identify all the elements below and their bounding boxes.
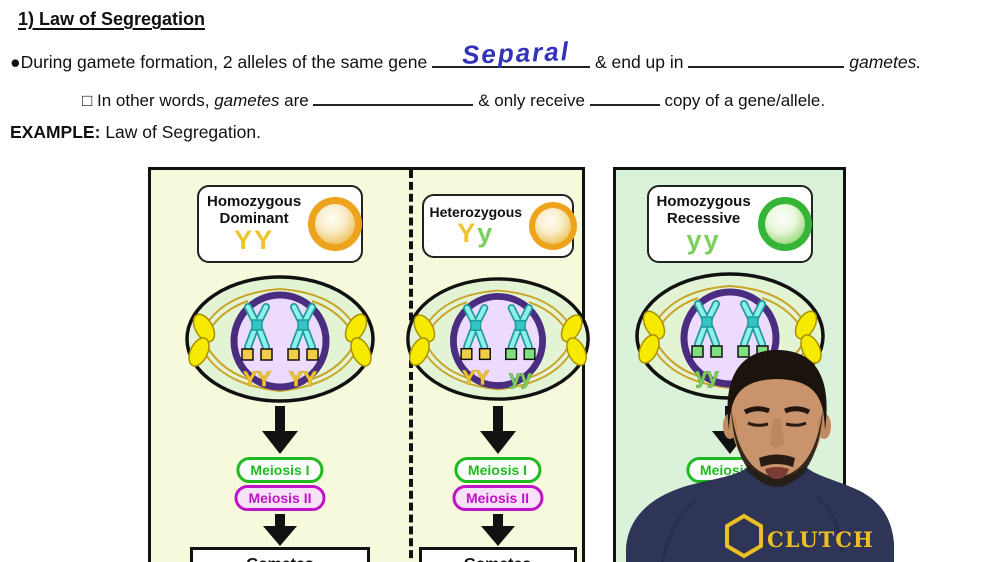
- chromosome-pair-2: [739, 300, 766, 348]
- bullet-line-2: □ In other words, gametes are & only rec…: [82, 89, 825, 111]
- example-label: EXAMPLE:: [10, 122, 101, 142]
- handwritten-answer: Separal: [461, 36, 571, 70]
- line2-end-text: copy of a gene/allele.: [664, 91, 826, 110]
- line2-pre-text: In other words,: [97, 91, 210, 110]
- yellow-pea-icon: [308, 197, 363, 251]
- line1-text: ●During gamete formation, 2 alleles of t…: [10, 52, 428, 72]
- centrosome-left: [188, 313, 216, 367]
- clutch-hexagon-icon: [725, 513, 763, 559]
- nose: [770, 418, 784, 448]
- cell-allele-label-right: yy: [508, 368, 531, 390]
- right-eye: [785, 421, 807, 427]
- cell-allele-label-left: YY: [462, 368, 490, 390]
- left-eyebrow: [743, 406, 770, 415]
- left-eye: [747, 421, 769, 427]
- line1-mid-text: & end up in: [594, 52, 684, 72]
- beard: [731, 408, 823, 487]
- cell-allele-label-right: YY: [289, 368, 317, 391]
- line2-gametes-word: gametes: [214, 91, 280, 110]
- tshirt: [626, 462, 894, 562]
- allele-markers: [241, 348, 319, 361]
- allele-markers: [459, 347, 536, 361]
- shirt-brand-text: CLUTCH: [767, 527, 874, 552]
- genotype-letters: yy: [686, 225, 721, 255]
- webcam-person: CLUTCH: [626, 350, 894, 562]
- cell-allele-label-left: yy: [695, 365, 719, 388]
- mustache: [759, 454, 795, 467]
- centrosome-left: [408, 314, 435, 366]
- genotype-card: Heterozygous Yy: [421, 194, 578, 258]
- parent-cell-diagram: YY YY: [185, 275, 375, 403]
- fill-in-blank-2: [688, 51, 845, 68]
- down-arrow-icon: [480, 514, 515, 546]
- meiosis-1-label: Meiosis I: [453, 457, 542, 483]
- fill-in-blank-4: [589, 89, 660, 106]
- chromosome-pair-1: [244, 303, 270, 351]
- line1-gametes-word: gametes.: [849, 52, 922, 72]
- genotype-name: Heterozygous: [429, 203, 523, 220]
- fill-in-blank-1: [432, 51, 591, 68]
- centrosome-left: [637, 310, 665, 364]
- left-ear: [723, 413, 737, 439]
- mouth: [765, 467, 789, 479]
- green-pea-icon: [757, 197, 812, 251]
- chromosome-pair-2: [507, 304, 533, 351]
- line2-are-word: are: [284, 91, 309, 110]
- parent-cell-diagram: YY yy: [405, 277, 590, 401]
- panel-divider: [409, 170, 413, 562]
- hair: [727, 350, 827, 430]
- centrosome-right: [344, 313, 372, 367]
- right-ear: [817, 413, 831, 439]
- down-arrow-icon: [263, 514, 297, 546]
- yellow-pea-icon: [529, 202, 578, 250]
- meiosis-1-label: Meiosis I: [236, 457, 324, 483]
- example-line: EXAMPLE: Law of Segregation.: [10, 122, 261, 143]
- page-title: 1) Law of Segregation: [18, 9, 206, 29]
- chromosome-pair-2: [290, 303, 316, 351]
- bullet-line-1: ●During gamete formation, 2 alleles of t…: [10, 51, 921, 73]
- chromosome-pair-1: [693, 300, 720, 348]
- centrosome-right: [560, 314, 587, 366]
- genotype-letters: Yy: [457, 218, 495, 249]
- square-bullet: □: [82, 91, 93, 110]
- example-text: Law of Segregation.: [105, 122, 261, 142]
- cell-allele-label-left: YY: [243, 368, 271, 391]
- fill-in-blank-3: [313, 89, 474, 106]
- column-heterozygous: Heterozygous Yy: [405, 170, 590, 562]
- line2-mid-text: & only receive: [478, 91, 585, 110]
- down-arrow-icon: [262, 406, 298, 454]
- centrosome-right: [794, 310, 822, 364]
- genotype-letters: YY: [234, 225, 275, 255]
- meiosis-2-label: Meiosis II: [451, 485, 544, 511]
- right-eyebrow: [784, 406, 811, 415]
- gametes-box: Gametes: [418, 547, 577, 562]
- chromosome-pair-1: [462, 304, 488, 351]
- meiosis-2-label: Meiosis II: [234, 485, 326, 511]
- gametes-box: Gametes: [190, 547, 370, 562]
- parent-cell-diagram: yy yy: [634, 272, 825, 400]
- down-arrow-icon: [479, 406, 516, 454]
